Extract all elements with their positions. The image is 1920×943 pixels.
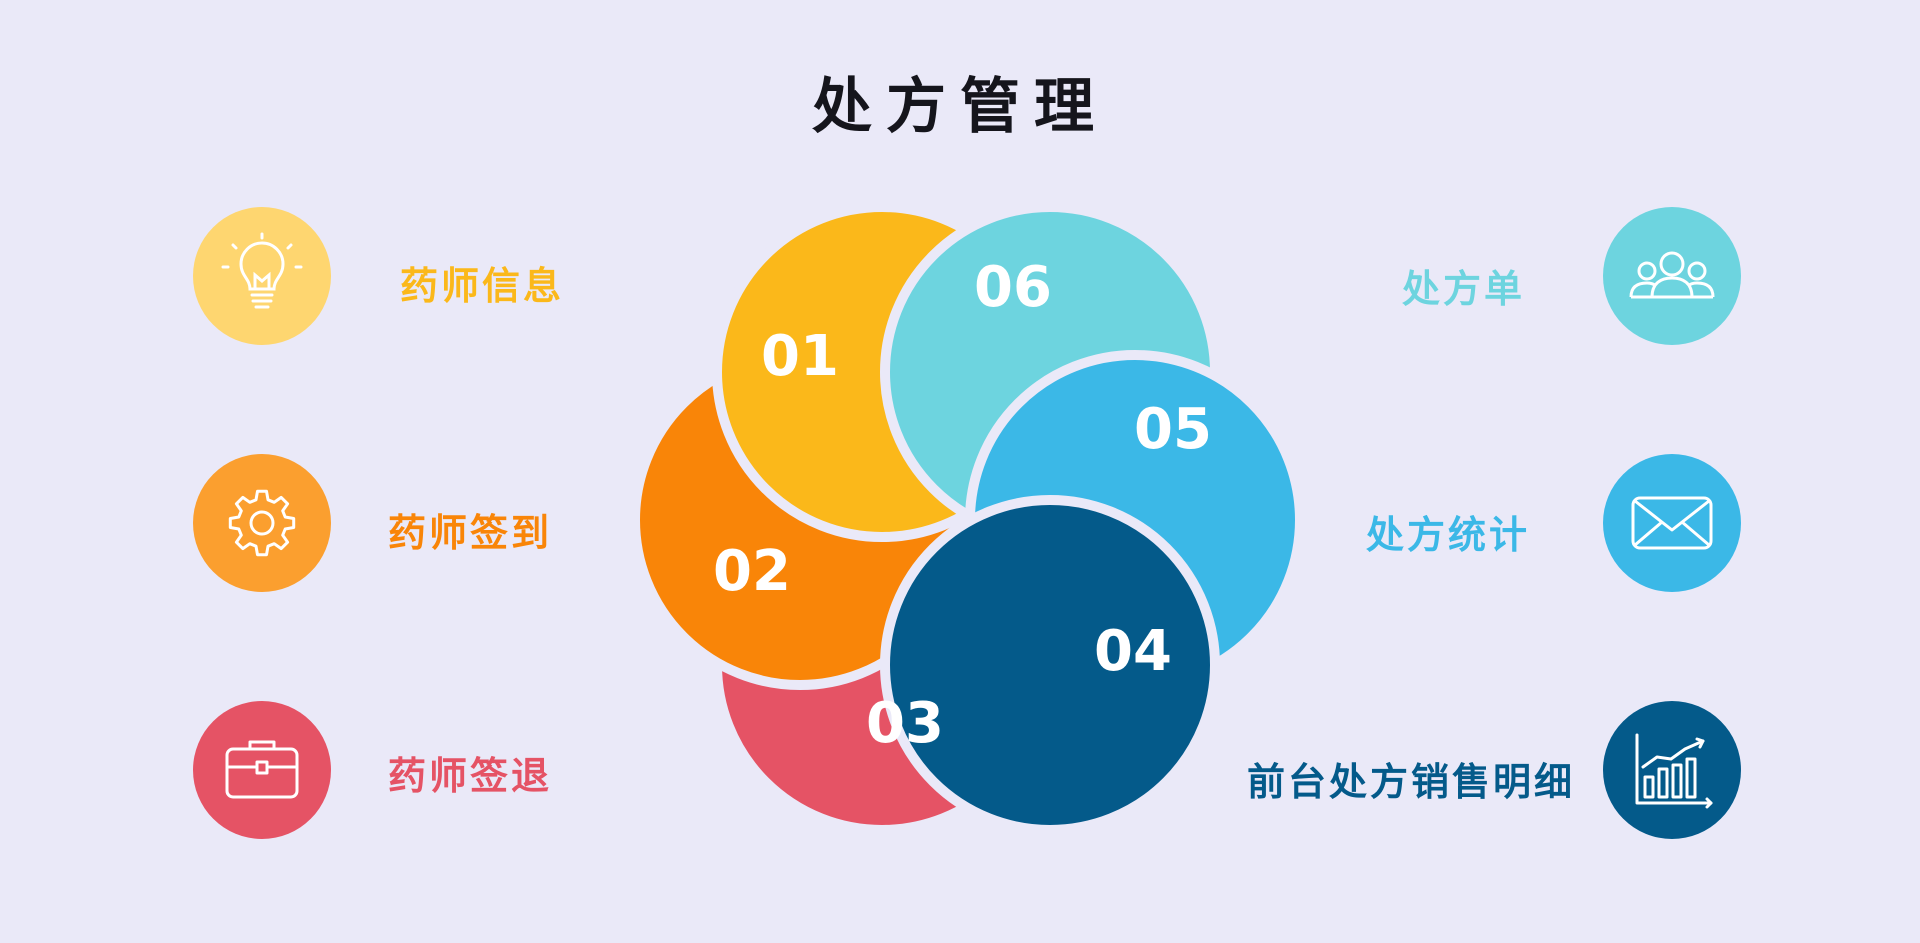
users-icon (1629, 251, 1715, 299)
petal-04 (880, 495, 1220, 835)
item-label-05: 处方统计 (1365, 513, 1530, 557)
briefcase-icon-circle (193, 701, 331, 839)
briefcase-icon (225, 740, 299, 799)
lightbulb-icon-circle (193, 207, 331, 345)
gear-icon (228, 489, 296, 557)
item-label-06: 处方单 (1401, 267, 1525, 311)
item-label-02: 药师签到 (388, 511, 553, 555)
petal-number-01: 01 (761, 324, 839, 389)
petal-number-03: 03 (866, 691, 944, 756)
petal-number-02: 02 (713, 539, 791, 604)
lightbulb-icon (221, 232, 303, 309)
users-icon-circle (1603, 207, 1741, 345)
item-label-04: 前台处方销售明细 (1246, 760, 1575, 804)
petal-number-05: 05 (1134, 397, 1212, 462)
item-label-01: 药师信息 (400, 264, 565, 308)
envelope-icon-circle (1603, 454, 1741, 592)
bar-chart-icon (1635, 733, 1713, 809)
page-title: 处方管理 (812, 72, 1108, 142)
petal-number-04: 04 (1094, 619, 1172, 684)
item-label-03: 药师签退 (388, 754, 553, 798)
bar-chart-icon-circle (1603, 701, 1741, 839)
petal-number-06: 06 (974, 255, 1052, 320)
envelope-icon (1631, 496, 1713, 550)
gear-icon-circle (193, 454, 331, 592)
